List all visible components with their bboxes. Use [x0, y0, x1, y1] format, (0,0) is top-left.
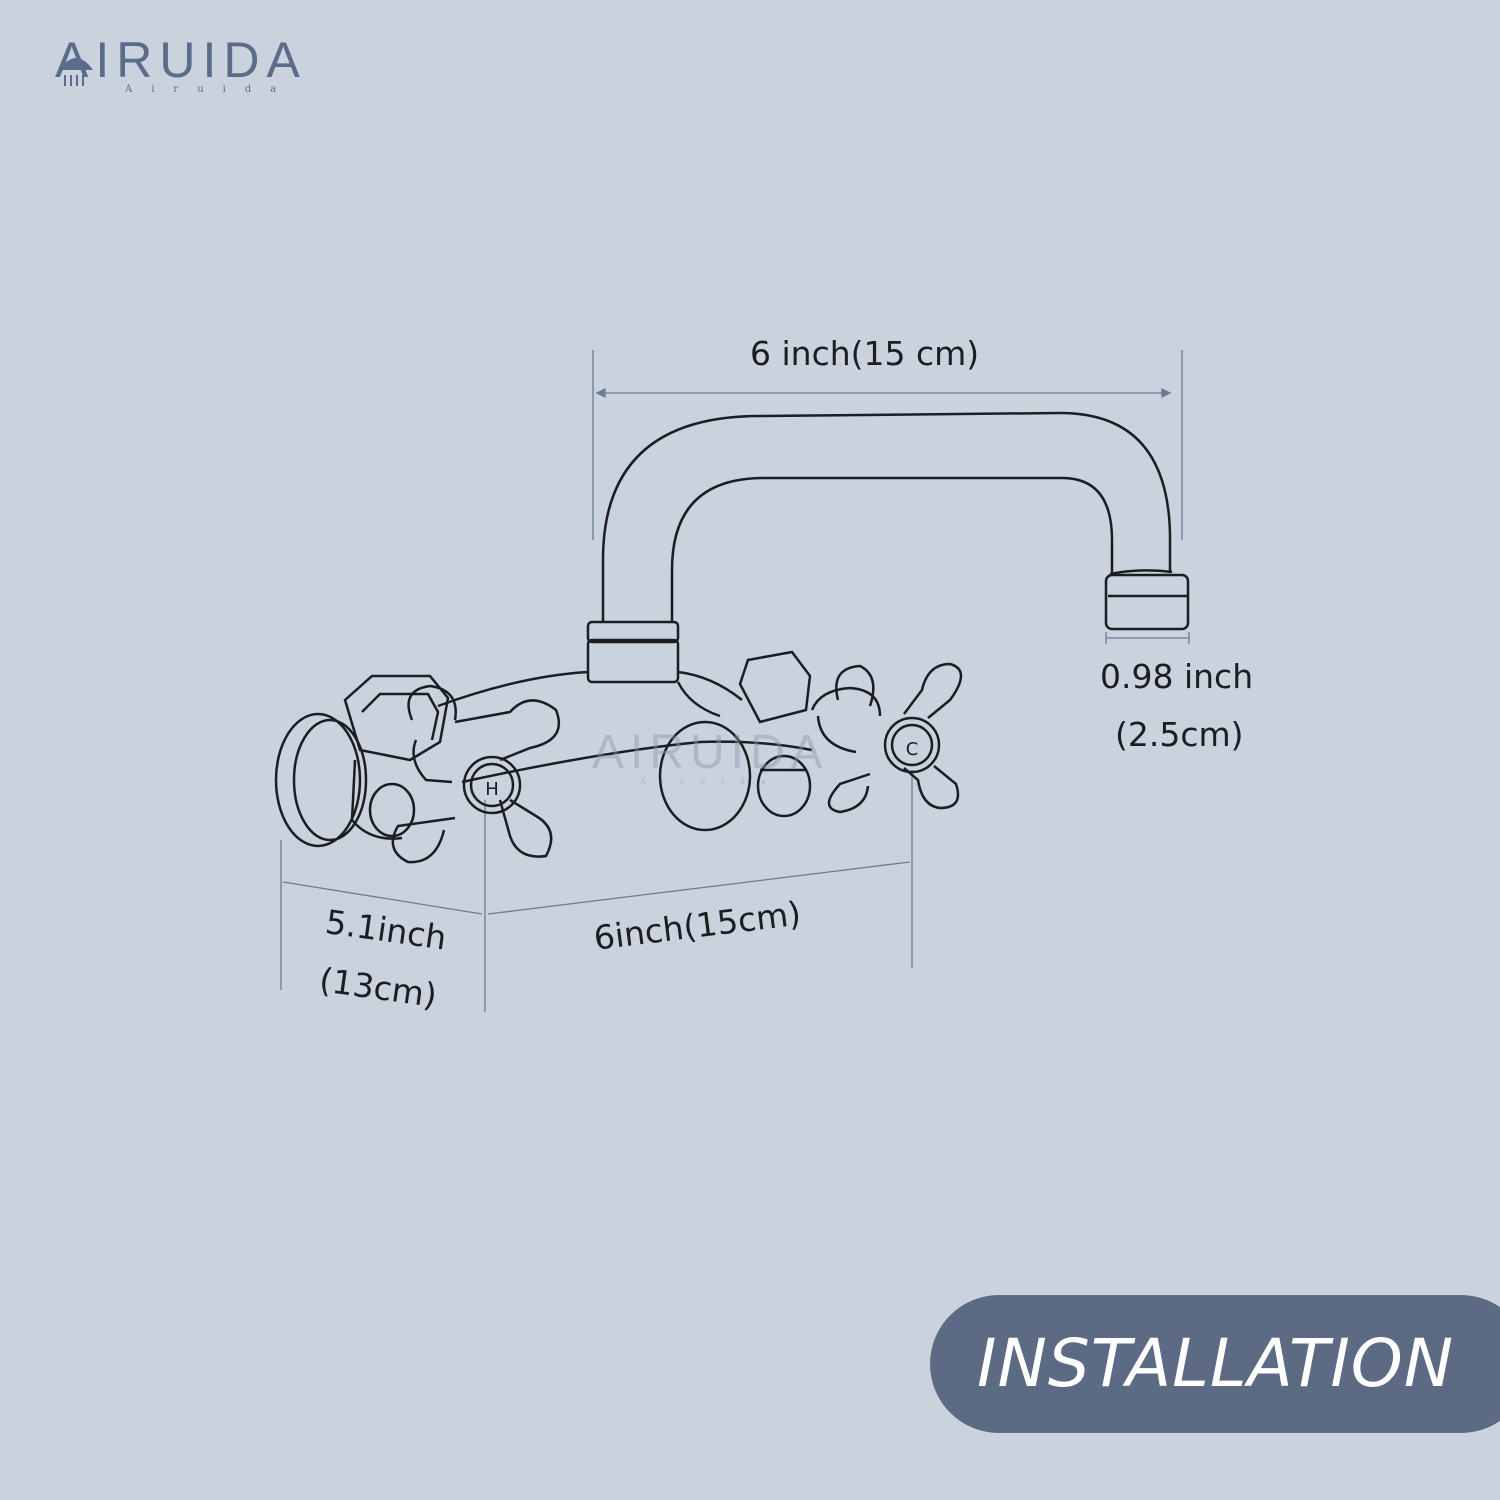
- hot-label: H: [485, 779, 499, 800]
- outlet-diameter-cm: (2.5cm): [1115, 715, 1244, 754]
- cold-handle: [810, 662, 963, 814]
- spout-collar: [586, 620, 680, 684]
- middle-wall-flange: [658, 650, 812, 832]
- outlet-diameter-inch: 0.98 inch: [1100, 657, 1254, 696]
- installation-badge: INSTALLATION: [930, 1295, 1500, 1433]
- watermark-text: AIRUIDA: [592, 726, 829, 779]
- brand-name: AIRUIDA: [55, 32, 307, 88]
- brand-tagline: Airuida: [125, 84, 296, 95]
- brand-logo: AIRUIDA Airuida: [55, 30, 385, 100]
- installation-label: INSTALLATION: [977, 1325, 1455, 1402]
- shower-icon: [59, 58, 93, 86]
- hot-handle: [391, 684, 561, 864]
- spout-reach-label: 6 inch(15 cm): [750, 334, 980, 373]
- dimension-lines: [280, 350, 1190, 1012]
- watermark-tagline: Airuida: [639, 777, 782, 786]
- left-wall-flange: [274, 674, 450, 848]
- aerator: [1104, 573, 1190, 631]
- faucet-body: [437, 670, 813, 784]
- spout: [601, 411, 1190, 631]
- cold-label: C: [906, 739, 919, 760]
